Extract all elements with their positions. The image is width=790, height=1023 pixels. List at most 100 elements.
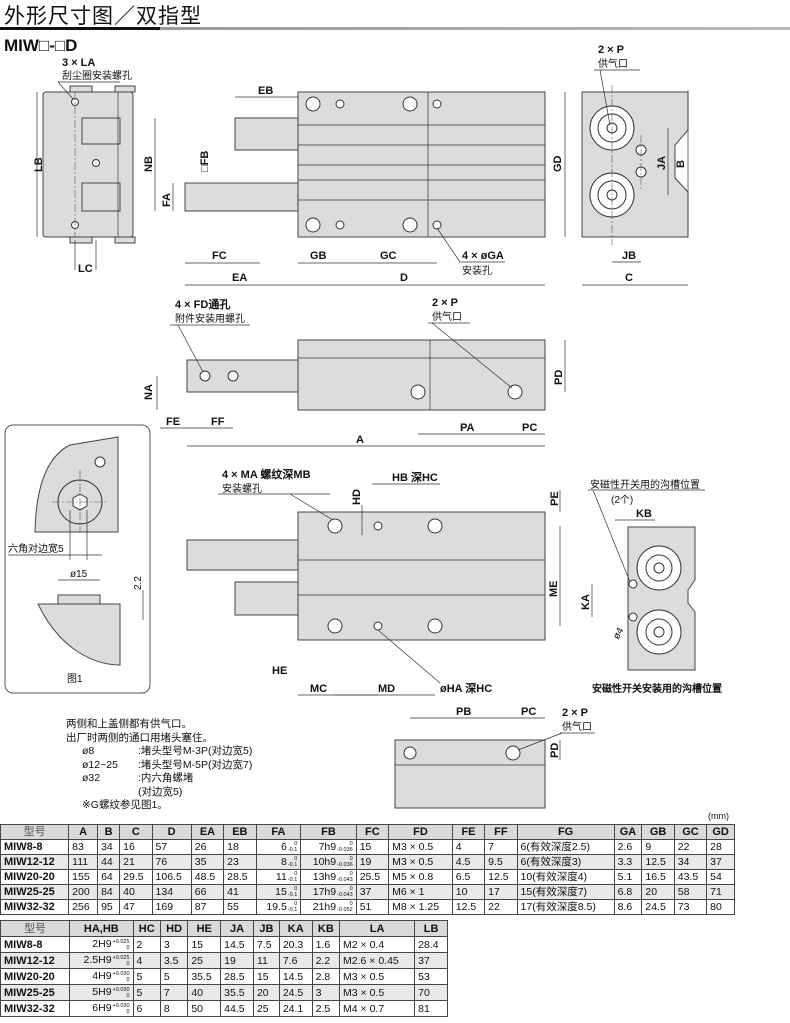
table-cell: 15 [187, 936, 222, 953]
table-cell: 37 [414, 952, 448, 969]
table-cell: 28.4 [414, 936, 448, 953]
note-item: (对边宽5) [138, 785, 183, 798]
tolerance: 0-0.1 [287, 901, 298, 914]
tolerance: 0-0.036 [337, 841, 353, 854]
table-cell: MIW8-8 [0, 936, 71, 953]
gc-dim: GC [380, 250, 397, 262]
port-p-note: 供气口 [562, 720, 592, 733]
fc-dim: FC [212, 250, 227, 262]
table-cell: 48.5 [190, 869, 225, 885]
pa-dim: PA [460, 422, 475, 434]
end-view: 2 × P 供气口 JA B JB C [581, 44, 689, 286]
table-cell: 17 [484, 884, 518, 900]
groove-count: (2个) [611, 494, 633, 506]
model-code: MIW□-□D [4, 36, 78, 55]
figure-1: 六角对边宽5 ø15 2.2 图1 [4, 424, 151, 694]
table-cell: 76 [151, 854, 192, 870]
table-cell: 47 [119, 899, 153, 915]
table-cell: 51 [355, 899, 390, 915]
note-item: ø8:堵头型号M-3P(对边宽5) [82, 745, 253, 757]
table-cell: 14.5 [278, 968, 313, 985]
table-cell: 23 [223, 854, 257, 870]
table-cell: MIW20-20 [0, 869, 70, 885]
table-cell: MIW8-8 [0, 839, 70, 855]
table-cell: 4 [451, 839, 486, 855]
table-cell: 200 [68, 884, 99, 900]
ma-note: 安装螺孔 [222, 482, 262, 495]
table-cell: 169 [151, 899, 192, 915]
table-cell: 73 [673, 899, 708, 915]
hex-label: 六角对边宽5 [8, 542, 64, 555]
note-line: 出厂时两侧的通口用堵头塞住。 [66, 731, 213, 744]
table-cell: 19 [355, 854, 390, 870]
ja-dim: JA [656, 156, 668, 170]
column-header: GA [613, 824, 643, 840]
table-cell: M3 × 0.5 [339, 968, 416, 985]
port-pd-dim: PD [549, 743, 561, 758]
table-cell: 8 [159, 1000, 189, 1017]
port-pb-dim: PB [456, 706, 471, 718]
md-dim: MD [378, 683, 395, 695]
table-cell: 8.6 [613, 899, 643, 915]
side-view: 3 × LA 刮尘圈安装螺孔 LB LC [33, 57, 136, 275]
table-cell: 37 [355, 884, 390, 900]
table-cell: 21 [119, 854, 153, 870]
table-cell: 43.5 [673, 869, 708, 885]
column-header: FC [355, 824, 390, 840]
table-cell: 81 [414, 1000, 448, 1017]
table-cell: 4.5 [451, 854, 486, 870]
table-cell: 58 [673, 884, 708, 900]
table-cell: 12.5 [484, 869, 518, 885]
table-cell: 83 [68, 839, 99, 855]
table-cell: 6 [132, 1000, 161, 1017]
column-header: HA,HB [69, 920, 134, 937]
front-p-note: 供气口 [432, 310, 462, 323]
fd-label: 4 × FD通孔 [175, 298, 230, 311]
tolerance: 0-0.043 [337, 871, 353, 884]
table-cell: 84 [97, 884, 121, 900]
table-cell: MIW25-25 [0, 984, 71, 1001]
table-cell: 7 [159, 984, 189, 1001]
p-label: 2 × P [598, 44, 624, 56]
table-cell: 71 [706, 884, 735, 900]
table-cell: 40 [187, 984, 222, 1001]
table-cell: 3 [159, 936, 189, 953]
pd-dim: PD [553, 370, 565, 385]
table-cell: 29.5 [119, 869, 153, 885]
column-header: GC [673, 824, 708, 840]
la-label: 3 × LA [62, 57, 95, 69]
table-cell: 5 [132, 984, 161, 1001]
column-header: FG [516, 824, 615, 840]
technical-drawings: 3 × LA 刮尘圈安装螺孔 LB LC EB NB □FB FA [4, 44, 722, 809]
title-divider [0, 27, 790, 30]
table-cell: 34 [97, 839, 121, 855]
table-cell: 17(有效深度8.5) [516, 899, 615, 915]
table-cell: 106.5 [151, 869, 192, 885]
column-header: 型号 [0, 824, 70, 840]
column-header: EB [223, 824, 257, 840]
groove-label: 安磁性开关用的沟槽位置 [590, 478, 700, 491]
column-header: C [119, 824, 153, 840]
table-cell: 10(有效深度4) [516, 869, 615, 885]
table-cell: 26 [190, 839, 225, 855]
table-cell: 6(有效深度2.5) [516, 839, 615, 855]
column-header: FB [300, 824, 357, 840]
table-cell: MIW25-25 [0, 884, 70, 900]
table-cell: 55 [223, 899, 257, 915]
table-cell: M8 × 1.25 [388, 899, 453, 915]
table-cell: 2.5 [311, 1000, 341, 1017]
column-header: HE [187, 920, 222, 937]
eb-dim: EB [258, 85, 273, 97]
